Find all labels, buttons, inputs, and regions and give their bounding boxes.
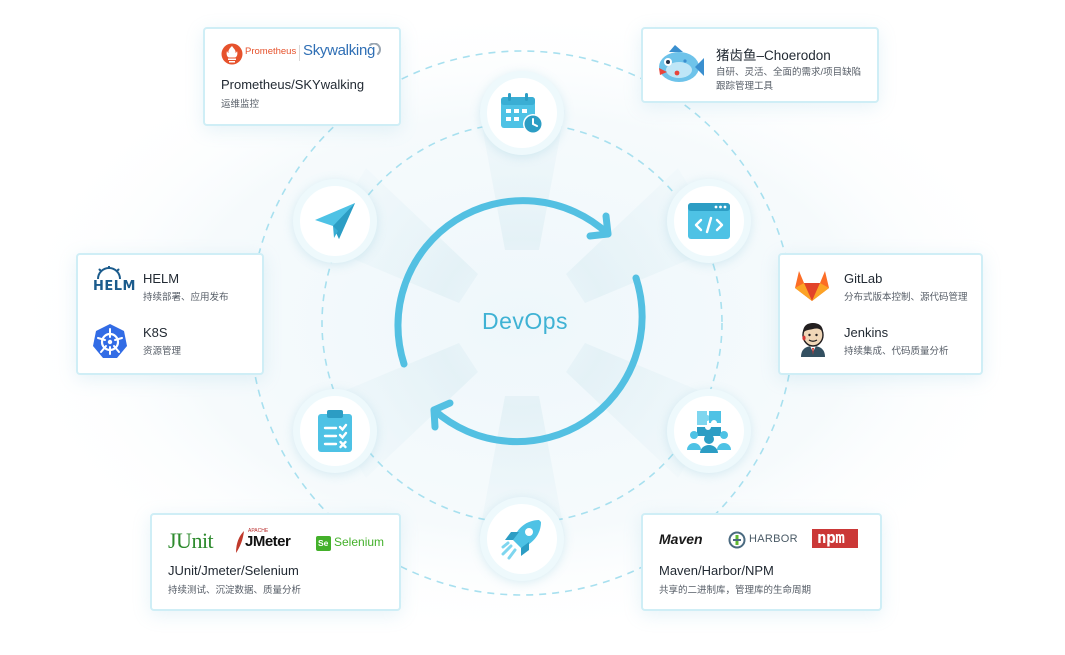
team-puzzle-icon <box>687 411 731 453</box>
paper-plane-icon <box>315 203 355 239</box>
jenkins-butler-icon <box>801 323 825 357</box>
harbor-logo-text: HARBOR <box>749 533 798 545</box>
gitlab-fox-icon <box>795 271 829 301</box>
card-monitoring: Prometheus Skywalking Prometheus/SKYwalk… <box>203 27 401 126</box>
jenkins-desc: 持续集成、代码质量分析 <box>844 346 949 357</box>
helm-logo-text: HELM <box>93 279 136 294</box>
card-helm-k8s: HELM HELM 持续部署、应用发布 K8S 资源管理 <box>76 253 264 375</box>
card-artifacts-title: Maven/Harbor/NPM <box>659 563 774 578</box>
skywalking-arc-icon <box>369 43 381 55</box>
stage-node-release[interactable] <box>293 179 377 263</box>
card-testing-desc: 持续测试、沉淀数据、质量分析 <box>168 585 302 596</box>
npm-logo: npm <box>812 528 858 548</box>
harbor-logo-icon <box>728 531 746 549</box>
card-artifacts: Maven HARBOR npm Maven/Harbor/NPM 共享的二进制… <box>641 513 882 611</box>
card-choerodon-title: 猪齿鱼–Choerodon <box>716 48 831 63</box>
skywalking-logo-text: Skywalking <box>303 42 376 59</box>
code-window-icon <box>688 203 730 239</box>
jmeter-logo-text: JMeter <box>245 533 291 550</box>
helm-title: HELM <box>143 271 180 286</box>
stage-node-build[interactable] <box>667 389 751 473</box>
selenium-badge-text: Se <box>318 538 329 548</box>
prometheus-logo-text: Prometheus <box>245 46 297 57</box>
stage-node-code[interactable] <box>667 179 751 263</box>
jenkins-title: Jenkins <box>844 325 889 340</box>
k8s-title: K8S <box>143 325 168 340</box>
clipboard-checklist-icon <box>318 410 352 452</box>
maven-logo-text: Maven <box>659 531 703 547</box>
card-testing: JUnit APACHE JMeter Se Selenium JUnit/Jm… <box>150 513 401 611</box>
card-choerodon-desc-2: 跟踪管理工具 <box>716 81 774 92</box>
card-gitlab-jenkins: GitLab 分布式版本控制、源代码管理 Jenkins 持续集成、代码质量分析 <box>778 253 983 375</box>
gitlab-desc: 分布式版本控制、源代码管理 <box>844 292 968 303</box>
card-choerodon: 猪齿鱼–Choerodon 自研、灵活、全面的需求/项目缺陷 跟踪管理工具 <box>641 27 879 103</box>
kubernetes-helm-wheel-icon <box>93 324 127 358</box>
card-testing-title: JUnit/Jmeter/Selenium <box>168 563 299 578</box>
helm-desc: 持续部署、应用发布 <box>143 292 229 303</box>
choerodon-fish-icon <box>659 45 704 82</box>
rocket-icon <box>501 520 541 560</box>
jmeter-apache-text: APACHE <box>248 528 269 534</box>
background-glow <box>2 3 1042 643</box>
stage-node-deploy[interactable] <box>480 497 564 581</box>
gitlab-title: GitLab <box>844 271 883 286</box>
jmeter-feather-icon <box>236 531 244 553</box>
calendar-clock-icon <box>501 93 543 134</box>
helm-wheel-icon <box>97 266 121 280</box>
prometheus-logo-icon <box>221 43 243 65</box>
k8s-desc: 资源管理 <box>143 346 182 357</box>
card-artifacts-desc: 共享的二进制库，管理库的生命周期 <box>659 585 812 596</box>
cycle-arrows <box>394 197 646 446</box>
card-monitoring-title: Prometheus/SKYwalking <box>221 77 365 92</box>
card-choerodon-desc-1: 自研、灵活、全面的需求/项目缺陷 <box>716 67 862 78</box>
junit-logo-text: JUnit <box>168 528 214 553</box>
logo-divider <box>299 45 300 61</box>
card-monitoring-desc: 运维监控 <box>221 99 260 110</box>
stage-node-test[interactable] <box>293 389 377 473</box>
center-label: DevOps <box>481 308 569 334</box>
selenium-badge: Se <box>316 536 331 551</box>
npm-logo-text: npm <box>817 528 845 547</box>
selenium-logo-text: Selenium <box>334 535 385 549</box>
stage-node-plan[interactable] <box>480 71 564 155</box>
